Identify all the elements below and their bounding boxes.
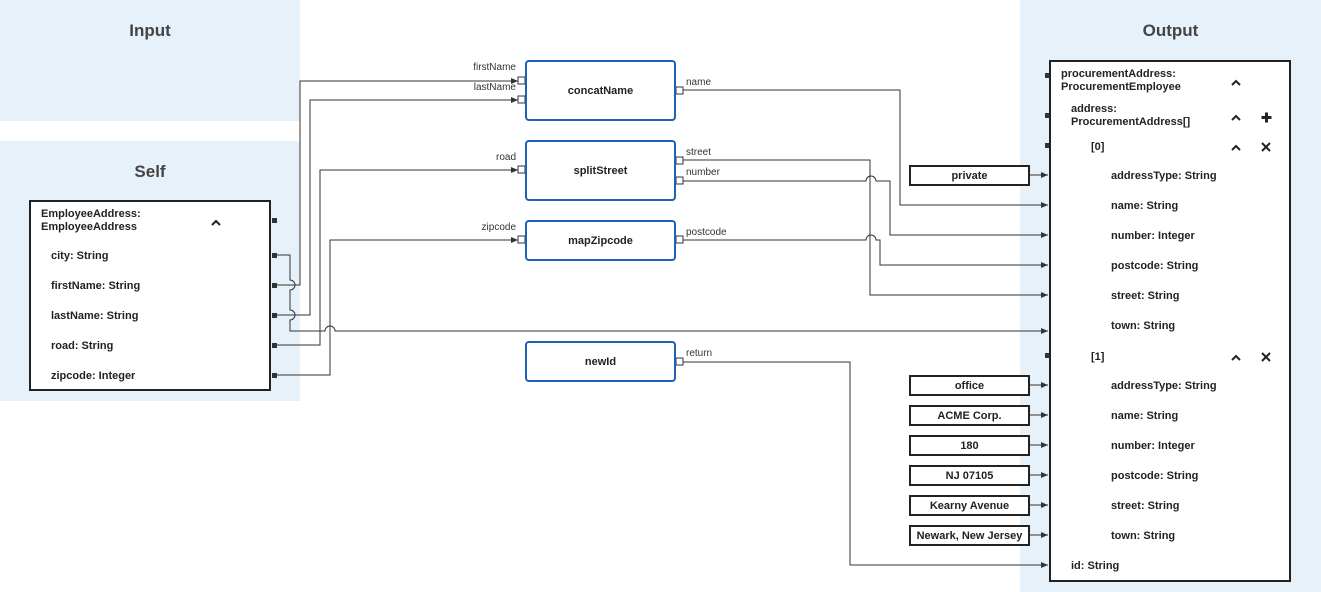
wire-street-output bbox=[682, 159, 1048, 298]
address-collapse-icon[interactable] bbox=[1229, 110, 1243, 124]
output-entity-title: procurementAddress: ProcurementEmployee bbox=[1061, 68, 1181, 93]
wire-firstname-concatname bbox=[276, 78, 518, 286]
self-entity-title: EmployeeAddress: EmployeeAddress bbox=[41, 208, 141, 233]
item-0-remove-close-icon[interactable] bbox=[1259, 140, 1273, 154]
item-1-remove-close-icon[interactable] bbox=[1259, 350, 1273, 364]
port-zipcode bbox=[272, 373, 277, 378]
self-collapse-icon[interactable] bbox=[209, 215, 223, 229]
self-field-firstname[interactable]: firstName: String bbox=[51, 280, 141, 292]
port-mapzipcode-in bbox=[517, 235, 526, 244]
port-label-postcode: postcode bbox=[686, 227, 727, 238]
port-concatname-in-1 bbox=[517, 76, 526, 85]
port-mapzipcode-out bbox=[675, 235, 684, 244]
port-label-lastname: lastName bbox=[473, 82, 516, 93]
item-0-field-postcode[interactable]: postcode: String bbox=[1111, 260, 1199, 272]
self-field-lastname[interactable]: lastName: String bbox=[51, 310, 139, 322]
item-1-collapse-icon[interactable] bbox=[1229, 350, 1243, 364]
address-item-1-index: [1] bbox=[1091, 351, 1105, 363]
item-1-field-postcode[interactable]: postcode: String bbox=[1111, 470, 1199, 482]
constant-kearny-avenue[interactable]: Kearny Avenue bbox=[909, 495, 1030, 516]
port-road bbox=[272, 343, 277, 348]
constant-private[interactable]: private bbox=[909, 165, 1030, 186]
item-0-collapse-icon[interactable] bbox=[1229, 140, 1243, 154]
port-out-item0 bbox=[1045, 143, 1050, 148]
self-panel-title: Self bbox=[134, 162, 166, 181]
wire-name-output bbox=[682, 89, 1048, 208]
port-lastname bbox=[272, 313, 277, 318]
item-1-field-number[interactable]: number: Integer bbox=[1111, 440, 1195, 452]
item-0-field-town[interactable]: town: String bbox=[1111, 320, 1176, 332]
wire-city-town bbox=[276, 254, 1048, 334]
function-mapzipcode[interactable]: mapZipcode bbox=[525, 220, 676, 261]
item-1-field-addresstype[interactable]: addressType: String bbox=[1111, 380, 1217, 392]
port-out-address bbox=[1045, 113, 1050, 118]
port-splitstreet-in bbox=[517, 165, 526, 174]
item-0-field-addresstype[interactable]: addressType: String bbox=[1111, 170, 1217, 182]
address-item-0-index: [0] bbox=[1091, 141, 1105, 153]
port-concatname-in-2 bbox=[517, 95, 526, 104]
function-concatname[interactable]: concatName bbox=[525, 60, 676, 121]
port-label-name: name bbox=[686, 77, 712, 88]
wire-lastname-concatname bbox=[276, 97, 518, 316]
self-field-road[interactable]: road: String bbox=[51, 340, 114, 352]
wire-road-splitstreet bbox=[276, 167, 518, 346]
output-entity[interactable]: procurementAddress: ProcurementEmployee … bbox=[1049, 60, 1291, 582]
port-newid-out bbox=[675, 357, 684, 366]
input-panel-title: Input bbox=[129, 21, 171, 40]
port-label-road: road bbox=[495, 152, 516, 163]
port-firstname bbox=[272, 283, 277, 288]
port-label-return: return bbox=[686, 348, 713, 359]
constant-acme-corp[interactable]: ACME Corp. bbox=[909, 405, 1030, 426]
constant-180[interactable]: 180 bbox=[909, 435, 1030, 456]
port-out-item1 bbox=[1045, 353, 1050, 358]
input-panel: Input bbox=[0, 0, 300, 121]
output-address-label: address: ProcurementAddress[] bbox=[1071, 103, 1191, 128]
port-label-street: street bbox=[686, 147, 712, 158]
address-add-plus-icon[interactable] bbox=[1259, 110, 1273, 124]
port-label-firstname: firstName bbox=[473, 62, 516, 73]
output-collapse-icon[interactable] bbox=[1229, 75, 1243, 89]
self-entity[interactable]: EmployeeAddress: EmployeeAddress city: S… bbox=[29, 200, 271, 391]
constant-newark[interactable]: Newark, New Jersey bbox=[909, 525, 1030, 546]
wire-return-id bbox=[682, 361, 1048, 568]
port-label-number: number bbox=[686, 167, 720, 178]
port-self-root bbox=[272, 218, 277, 223]
constant-office[interactable]: office bbox=[909, 375, 1030, 396]
self-field-city[interactable]: city: String bbox=[51, 250, 109, 262]
port-city bbox=[272, 253, 277, 258]
port-splitstreet-out-2 bbox=[675, 176, 684, 185]
wire-postcode-output bbox=[682, 234, 1048, 268]
wire-zipcode-mapzipcode bbox=[276, 237, 518, 376]
self-field-zipcode[interactable]: zipcode: Integer bbox=[51, 370, 136, 382]
item-1-field-town[interactable]: town: String bbox=[1111, 530, 1176, 542]
function-splitstreet[interactable]: splitStreet bbox=[525, 140, 676, 201]
port-out-root bbox=[1045, 73, 1050, 78]
item-1-field-name[interactable]: name: String bbox=[1111, 410, 1179, 422]
function-newid[interactable]: newId bbox=[525, 341, 676, 382]
output-field-id[interactable]: id: String bbox=[1071, 560, 1120, 572]
item-0-field-street[interactable]: street: String bbox=[1111, 290, 1180, 302]
item-0-field-name[interactable]: name: String bbox=[1111, 200, 1179, 212]
item-0-field-number[interactable]: number: Integer bbox=[1111, 230, 1195, 242]
port-concatname-out bbox=[675, 86, 684, 95]
constant-nj-07105[interactable]: NJ 07105 bbox=[909, 465, 1030, 486]
port-splitstreet-out-1 bbox=[675, 156, 684, 165]
item-1-field-street[interactable]: street: String bbox=[1111, 500, 1180, 512]
port-label-zipcode: zipcode bbox=[481, 222, 516, 233]
output-panel-title: Output bbox=[1142, 21, 1199, 40]
wire-number-output bbox=[682, 175, 1048, 238]
